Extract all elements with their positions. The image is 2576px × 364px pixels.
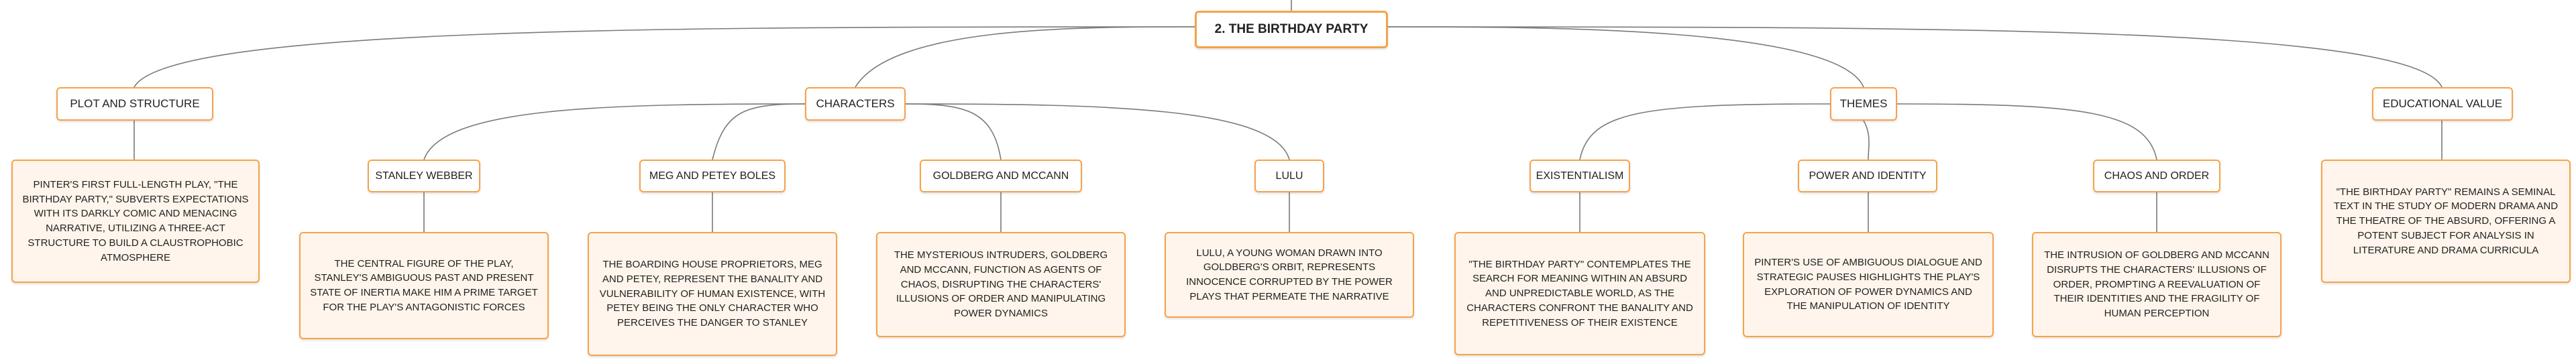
meg-petey-description: The boarding house proprietors, Meg and … <box>588 232 837 356</box>
link-themes-chaos <box>1896 103 2157 160</box>
educational-description: "The Birthday Party" remains a seminal t… <box>2321 160 2571 283</box>
stanley-description: The central figure of the play, Stanley'… <box>299 232 549 339</box>
topic-meg-and-petey-boles[interactable]: Meg and Petey Boles <box>639 160 786 192</box>
lulu-description: Lulu, a young woman drawn into Goldberg'… <box>1165 232 1414 318</box>
topic-stanley-webber[interactable]: Stanley Webber <box>368 160 480 192</box>
existentialism-description: "The Birthday Party" contemplates the se… <box>1454 232 1705 355</box>
topic-existentialism[interactable]: Existentialism <box>1529 160 1630 192</box>
branch-characters[interactable]: Characters <box>805 87 906 121</box>
topic-power-and-identity[interactable]: Power and Identity <box>1798 160 1937 192</box>
topic-chaos-and-order[interactable]: Chaos and Order <box>2093 160 2220 192</box>
plot-description: Pinter's first full-length play, "The Bi… <box>11 160 260 283</box>
link-char-goldberg <box>905 103 1002 160</box>
link-root-educational <box>1387 26 2443 88</box>
link-char-lulu <box>905 103 1290 160</box>
link-root-plot <box>133 26 1195 88</box>
chaos-order-description: The intrusion of Goldberg and McCann dis… <box>2032 232 2282 337</box>
goldberg-mccann-description: The mysterious intruders, Goldberg and M… <box>876 232 1126 337</box>
topic-lulu[interactable]: Lulu <box>1254 160 1324 192</box>
link-themes-power <box>1863 120 1870 160</box>
link-char-stanley <box>423 103 806 160</box>
branch-themes[interactable]: Themes <box>1830 87 1897 121</box>
link-themes-existentialism <box>1579 103 1831 160</box>
root-node[interactable]: 2. The Birthday Party <box>1195 11 1388 48</box>
branch-plot-and-structure[interactable]: Plot and Structure <box>56 87 213 121</box>
topic-goldberg-and-mccann[interactable]: Goldberg and McCann <box>920 160 1082 192</box>
link-root-themes <box>1387 26 1864 88</box>
link-char-meg <box>712 103 806 160</box>
link-root-characters <box>855 26 1195 88</box>
power-identity-description: Pinter's use of ambiguous dialogue and s… <box>1743 232 1994 337</box>
branch-educational-value[interactable]: Educational Value <box>2372 87 2513 121</box>
